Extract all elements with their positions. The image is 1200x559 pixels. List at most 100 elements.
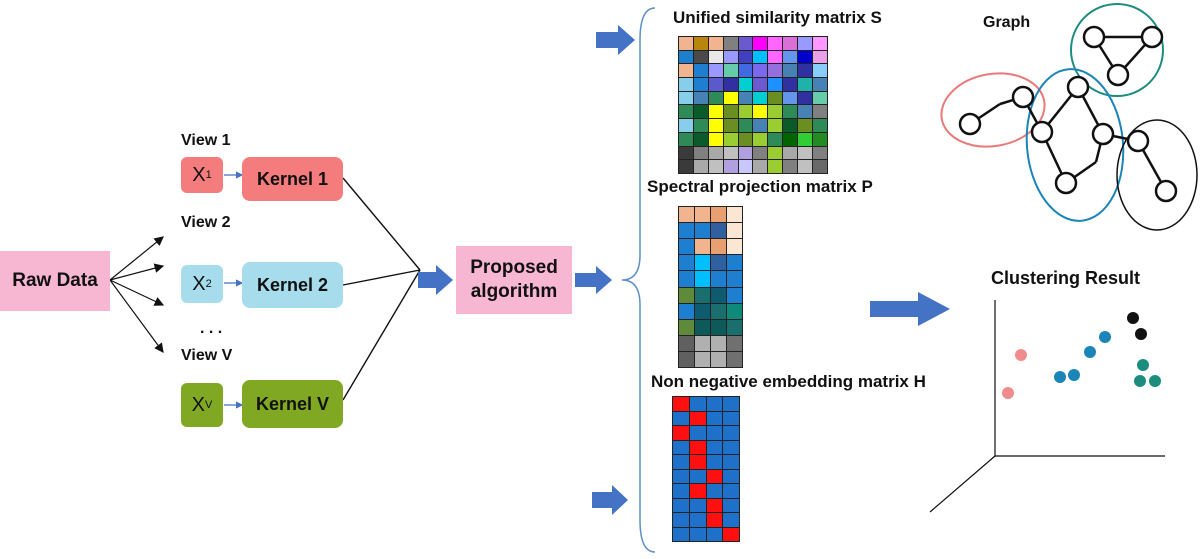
matrix-cell (723, 397, 739, 411)
matrix-cell (727, 351, 742, 367)
matrix-cell (708, 64, 723, 78)
matrix-cell (679, 78, 693, 91)
clustering-result-title: Clustering Result (991, 268, 1141, 288)
similarity-matrix-s (678, 36, 828, 174)
cluster-ellipse-pink (940, 72, 1046, 148)
raw-data-label: Raw Data (12, 270, 98, 291)
matrix-cell (679, 50, 693, 64)
matrix-cell (798, 132, 813, 146)
matrix-cell (695, 239, 710, 255)
matrix-cell (689, 397, 706, 411)
matrix-cell (723, 132, 738, 146)
matrix-cell (693, 119, 708, 132)
matrix-cell (706, 469, 723, 483)
kernel-v-box: Kernel V (242, 380, 343, 428)
grouping-brace (621, 7, 656, 553)
matrix-cell (706, 527, 723, 541)
matrix-cell (673, 455, 689, 469)
cluster-ellipse-teal (1070, 3, 1164, 97)
matrix-cell (679, 132, 693, 146)
raw-data-box: Raw Data (0, 251, 110, 311)
matrix-cell (798, 37, 813, 50)
matrix-cell (689, 469, 706, 483)
matrix-cell (738, 91, 753, 105)
matrix-cell (798, 146, 813, 160)
graph-node (1091, 122, 1115, 146)
matrix-cell (768, 64, 783, 78)
matrix-cell (693, 50, 708, 64)
kernel-2-box: Kernel 2 (242, 262, 343, 308)
matrix-cell (695, 255, 710, 271)
matrix-cell (738, 50, 753, 64)
matrix-cell (813, 160, 827, 173)
matrix-cell (738, 132, 753, 146)
matrix-cell (723, 105, 738, 119)
matrix-cell (711, 351, 726, 367)
matrix-cell (693, 105, 708, 119)
matrix-cell (711, 287, 726, 303)
matrix-cell (693, 37, 708, 50)
point-blue (1054, 371, 1066, 383)
matrix-cell (693, 64, 708, 78)
matrix-cell (679, 287, 694, 303)
matrix-cell (708, 37, 723, 50)
matrix-cell (711, 207, 726, 223)
graph-node (1011, 85, 1035, 109)
point-blue (1068, 369, 1080, 381)
matrix-cell (783, 37, 798, 50)
matrix-cell (673, 498, 689, 512)
matrix-cell (679, 64, 693, 78)
point-black (1135, 328, 1147, 340)
matrix-cell (679, 105, 693, 119)
matrix-cell (753, 64, 768, 78)
matrix-cell (708, 119, 723, 132)
matrix-cell (706, 484, 723, 498)
arrow-to-s-matrix (596, 25, 635, 55)
matrix-cell (783, 132, 798, 146)
matrix-cell (693, 91, 708, 105)
matrix-cell (813, 105, 827, 119)
matrix-cell (679, 239, 694, 255)
matrix-cell (723, 119, 738, 132)
matrix-cell (813, 64, 827, 78)
matrix-cell (798, 160, 813, 173)
matrix-cell (706, 513, 723, 527)
matrix-cell (723, 50, 738, 64)
proposed-algorithm-box: Proposed algorithm (456, 246, 572, 314)
matrix-cell (813, 91, 827, 105)
matrix-cell (723, 440, 739, 454)
view-1-label: View 1 (181, 132, 231, 149)
matrix-cell (753, 50, 768, 64)
matrix-cell (727, 239, 742, 255)
matrix-cell (768, 119, 783, 132)
matrix-cell (689, 440, 706, 454)
matrix-cell (753, 37, 768, 50)
matrix-cell (738, 78, 753, 91)
matrix-cell (723, 469, 739, 483)
cluster-ellipse-black (1116, 119, 1198, 231)
matrix-cell (727, 223, 742, 239)
matrix-cell (727, 287, 742, 303)
matrix-cell (695, 207, 710, 223)
matrix-cell (723, 37, 738, 50)
matrix-cell (673, 440, 689, 454)
matrix-cell (673, 411, 689, 425)
matrix-cell (723, 455, 739, 469)
point-blue (1084, 346, 1096, 358)
point-teal (1134, 375, 1146, 387)
matrix-cell (711, 223, 726, 239)
matrix-cell (723, 484, 739, 498)
matrix-cell (695, 303, 710, 319)
block-arrows (418, 25, 950, 515)
point-teal (1137, 359, 1149, 371)
matrix-cell (753, 132, 768, 146)
matrix-cell (723, 426, 739, 440)
matrix-cell (689, 411, 706, 425)
matrix-cell (723, 527, 739, 541)
matrix-cell (679, 271, 694, 287)
arrow-from-algorithm (575, 266, 612, 294)
matrix-cell (723, 78, 738, 91)
matrix-cell (753, 146, 768, 160)
matrix-cell (723, 91, 738, 105)
